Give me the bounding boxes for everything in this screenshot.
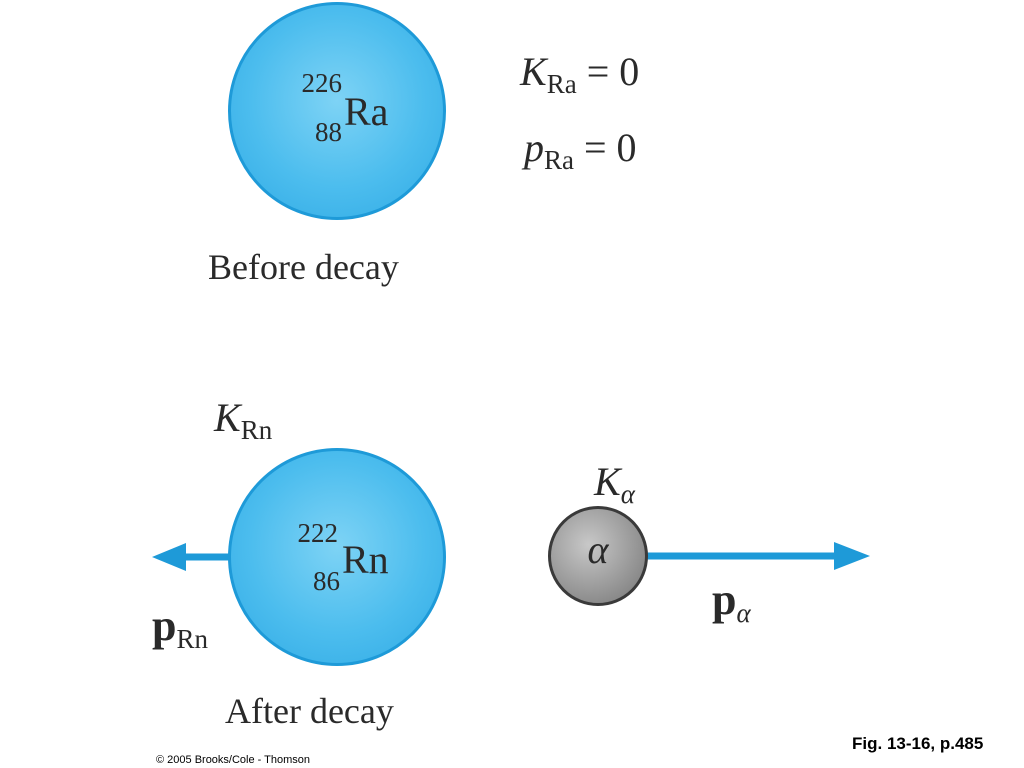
radon-mass-number: 222 — [297, 518, 339, 548]
k-alpha-var: K — [594, 459, 621, 504]
radium-symbol: Ra — [344, 89, 389, 134]
kinetic-energy-rn-label: KRn — [214, 395, 272, 444]
after-decay-caption: After decay — [225, 691, 394, 731]
momentum-ra-equation: pRa = 0 — [524, 125, 637, 174]
k-rn-var: K — [214, 395, 241, 440]
radon-atomic-number: 86 — [313, 566, 340, 596]
p-rn-var: p — [152, 601, 177, 650]
eq-p-sub: Ra — [544, 145, 574, 175]
p-alpha-arrow-head — [834, 542, 870, 570]
p-rn-sub: Rn — [176, 624, 208, 654]
radium-atomic-number: 88 — [315, 117, 342, 147]
p-alpha-sub: α — [736, 598, 751, 628]
p-rn-arrow-head — [152, 543, 186, 571]
copyright-notice: © 2005 Brooks/Cole - Thomson — [156, 754, 311, 766]
kinetic-energy-ra-equation: KRa = 0 — [520, 49, 640, 98]
eq-k-sub: Ra — [546, 69, 577, 99]
alpha-symbol: α — [587, 527, 609, 572]
eq-k-var: K — [520, 49, 547, 94]
eq-p-var: p — [524, 125, 544, 170]
radon-symbol: Rn — [342, 537, 389, 582]
alpha-particle — [548, 506, 648, 606]
momentum-alpha-label: pα — [712, 575, 751, 627]
kinetic-energy-alpha-label: Kα — [594, 459, 635, 508]
momentum-rn-label: pRn — [152, 601, 208, 653]
k-alpha-sub: α — [620, 479, 635, 509]
before-decay-caption: Before decay — [208, 247, 399, 287]
eq-p-rhs: = 0 — [584, 125, 637, 170]
radon-nucleus — [228, 448, 446, 666]
eq-k-rhs: = 0 — [586, 49, 640, 94]
figure-reference: Fig. 13-16, p.485 — [852, 734, 984, 753]
k-rn-sub: Rn — [240, 415, 273, 445]
radium-nucleus — [228, 2, 446, 220]
radium-mass-number: 226 — [301, 68, 343, 98]
p-alpha-var: p — [712, 575, 737, 624]
